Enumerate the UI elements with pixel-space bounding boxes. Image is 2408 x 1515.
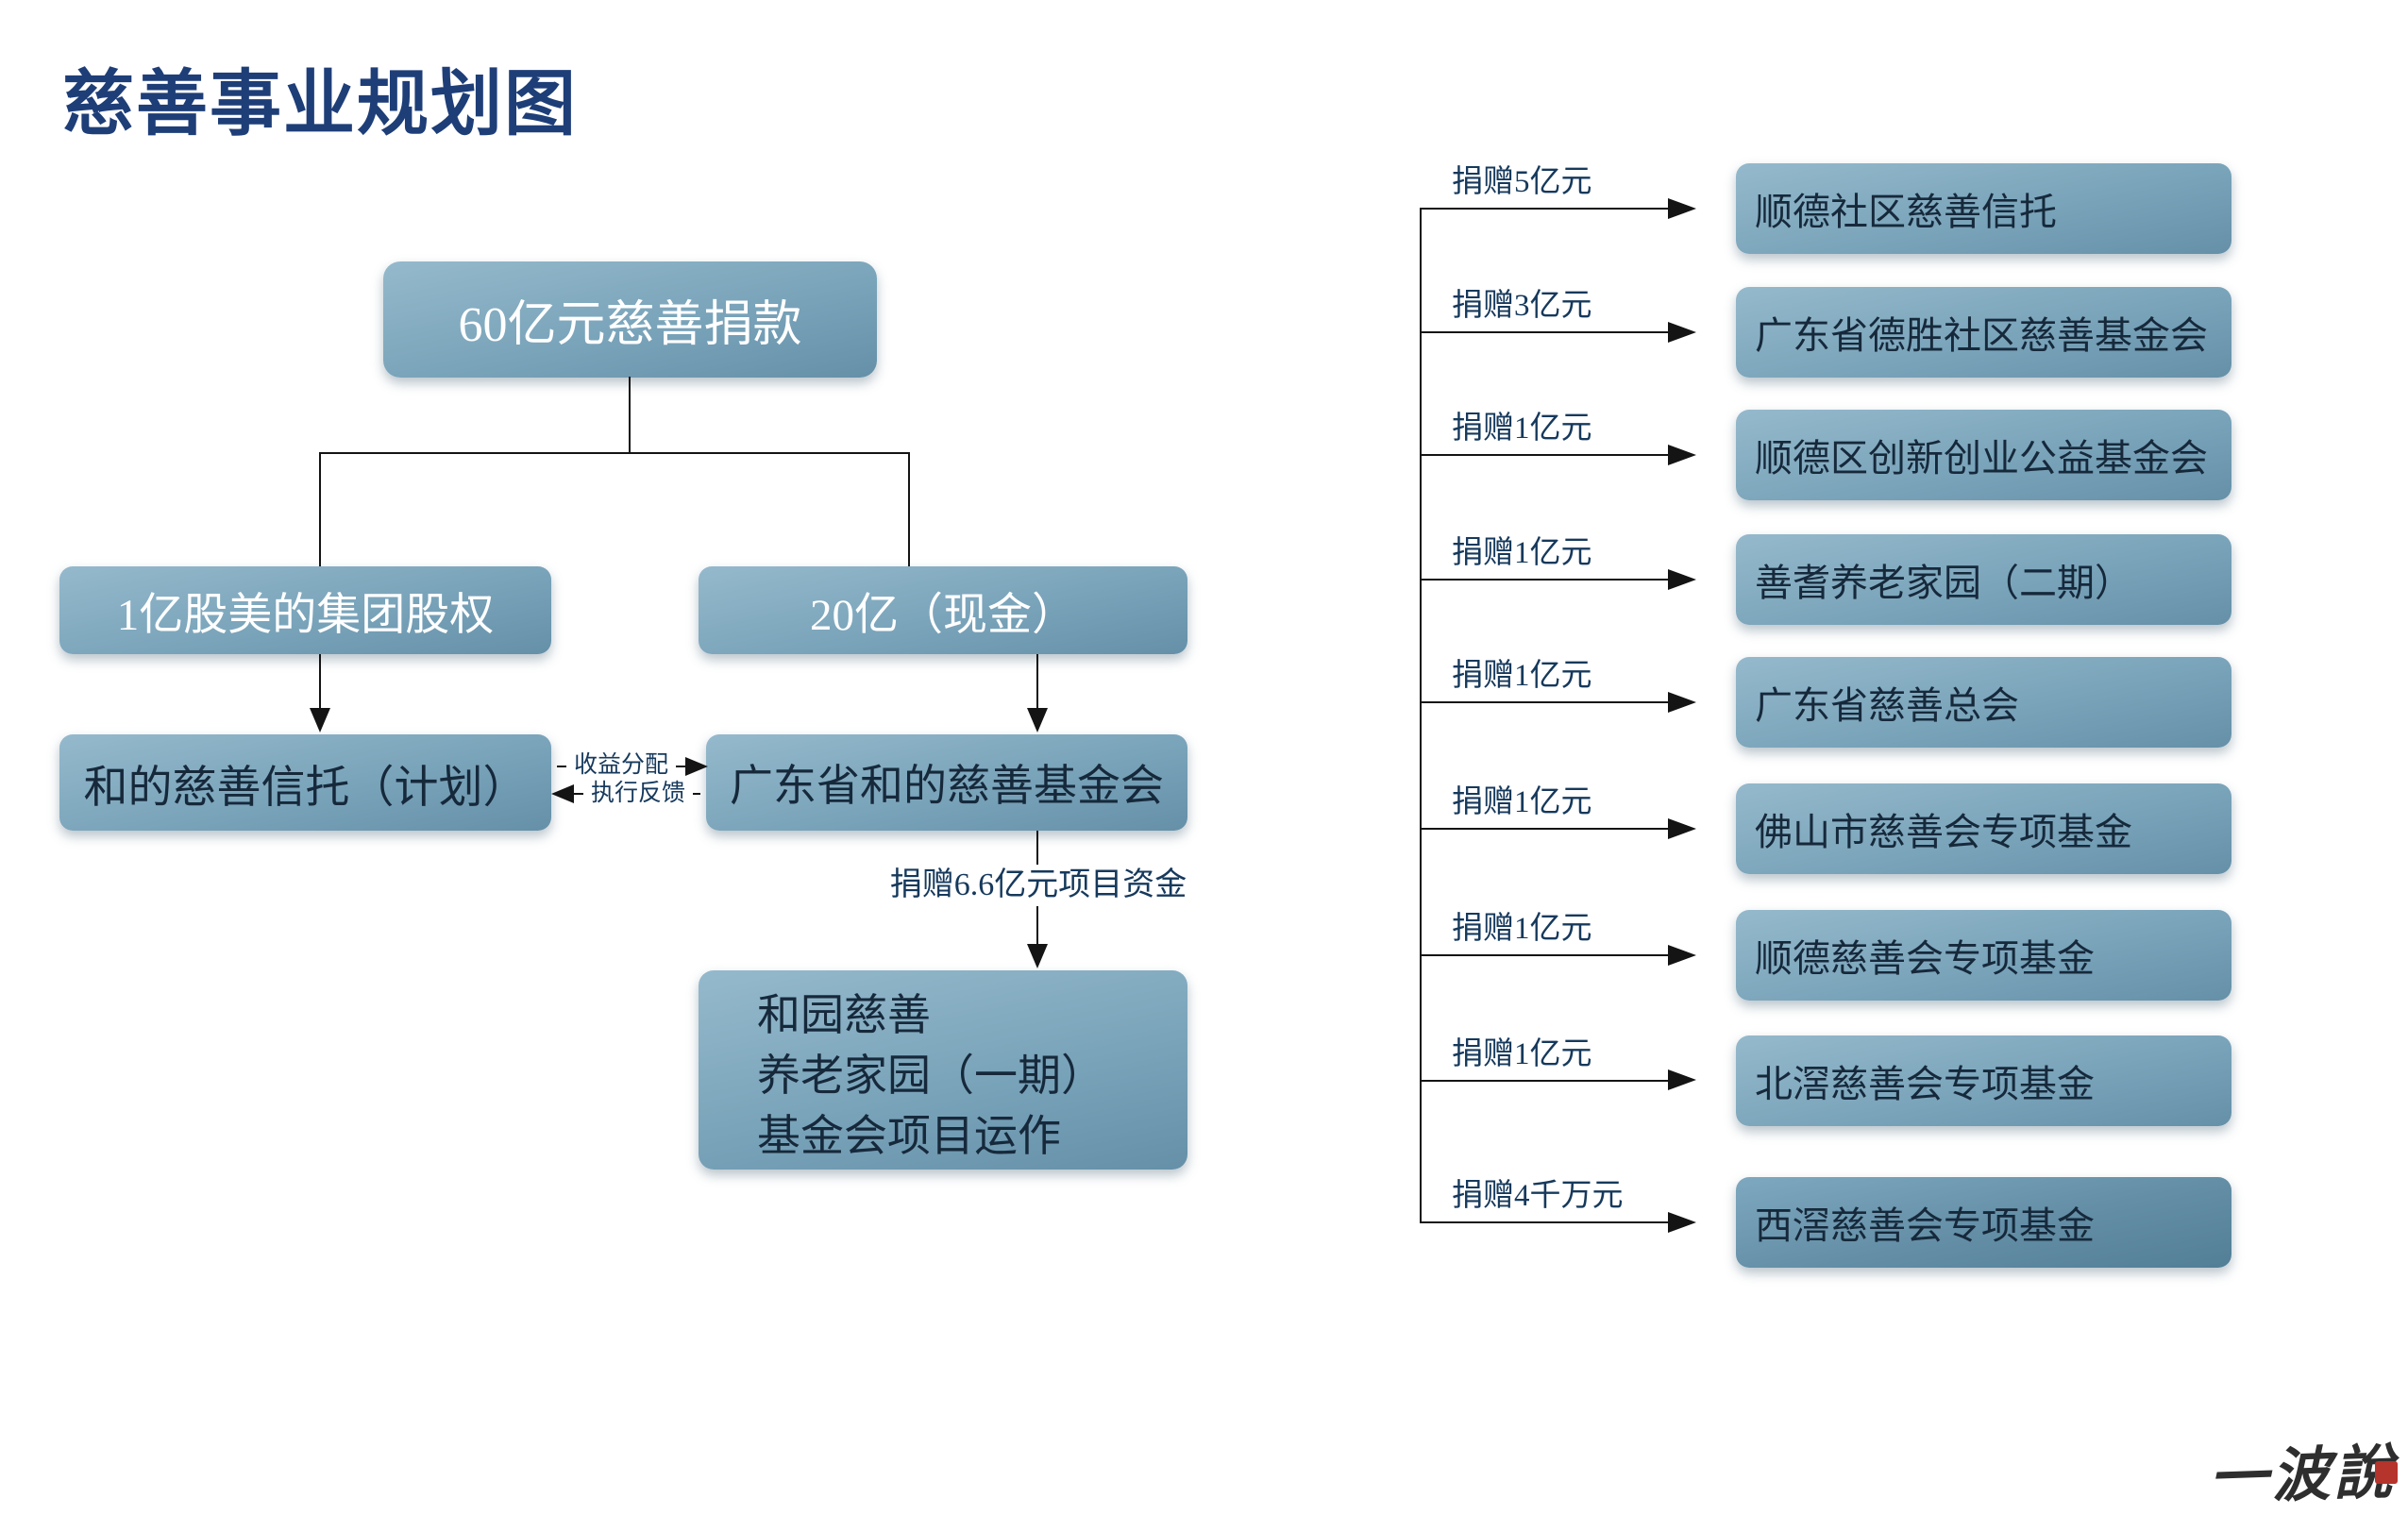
watermark-logo: 一波說: [2208, 1440, 2398, 1512]
donation-amount-label: 捐赠1亿元: [1452, 785, 1592, 819]
donation-amount-label: 捐赠1亿元: [1452, 536, 1592, 570]
arrowhead-right-icon: [1668, 1212, 1696, 1233]
donation-amount-label: 捐赠1亿元: [1452, 659, 1592, 693]
recipient-label: 西滘慈善会专项基金: [1755, 1204, 2095, 1247]
node-equity: 1亿股美的集团股权: [59, 566, 551, 654]
node-foundation: 广东省和的慈善基金会: [706, 734, 1187, 831]
node-recipient-6: 佛山市慈善会专项基金: [1736, 783, 2231, 874]
node-total-donation-label: 60亿元慈善捐款: [458, 298, 802, 352]
donation-amount-label: 捐赠1亿元: [1452, 412, 1592, 446]
arrowhead-right-icon: [1668, 945, 1696, 966]
connector-line: [319, 452, 910, 454]
donation-amount-label: 捐赠5亿元: [1452, 165, 1592, 199]
arrowhead-right-icon: [1668, 1069, 1696, 1090]
node-recipient-8: 北滘慈善会专项基金: [1736, 1035, 2231, 1126]
recipient-label: 广东省慈善总会: [1755, 684, 2019, 727]
node-trust: 和的慈善信托（计划）: [59, 734, 551, 831]
connector-line: [1421, 1221, 1668, 1223]
node-cash-label: 20亿（现金）: [810, 591, 1076, 640]
node-recipient-1: 顺德社区慈善信托: [1736, 163, 2231, 254]
node-total-donation: 60亿元慈善捐款: [383, 261, 877, 378]
trunk-line: [1420, 208, 1422, 1223]
connector-line: [319, 654, 321, 708]
node-recipient-3: 顺德区创新创业公益基金会: [1736, 410, 2231, 500]
node-trust-label: 和的慈善信托（计划）: [83, 763, 528, 813]
donation-amount-label: 捐赠3亿元: [1452, 289, 1592, 323]
node-equity-label: 1亿股美的集团股权: [116, 591, 495, 640]
connector-line: [1421, 454, 1668, 456]
connector-line: [1421, 579, 1668, 581]
edge-label-project-funds: 捐赠6.6亿元项目资金: [876, 865, 1201, 906]
connector-line: [629, 377, 631, 453]
node-recipient-9: 西滘慈善会专项基金: [1736, 1177, 2231, 1268]
connector-line: [908, 452, 910, 567]
recipient-label: 顺德社区慈善信托: [1755, 191, 2057, 233]
node-recipient-4: 善耆养老家园（二期）: [1736, 534, 2231, 625]
connector-line: [1421, 331, 1668, 333]
connector-line: [1421, 954, 1668, 956]
recipient-label: 广东省德胜社区慈善基金会: [1755, 314, 2208, 357]
recipient-label: 顺德区创新创业公益基金会: [1755, 437, 2208, 480]
arrowhead-right-icon: [1668, 818, 1696, 839]
page-title: 慈善事业规划图: [62, 64, 578, 144]
edge-label-income-distribution: 收益分配: [566, 751, 676, 780]
node-project-line3: 基金会项目运作: [757, 1112, 1061, 1160]
donation-amount-label: 捐赠1亿元: [1452, 1037, 1592, 1071]
recipient-label: 佛山市慈善会专项基金: [1755, 811, 2132, 853]
connector-line: [1421, 701, 1668, 703]
recipient-label: 北滘慈善会专项基金: [1755, 1063, 2095, 1105]
arrowhead-right-icon: [1668, 322, 1696, 343]
edge-label-execution-feedback: 执行反馈: [583, 780, 693, 808]
recipient-label: 顺德慈善会专项基金: [1755, 937, 2095, 980]
donation-amount-label: 捐赠4千万元: [1452, 1179, 1624, 1213]
arrowhead-down-icon: [310, 708, 330, 732]
node-project-line1: 和园慈善: [757, 991, 931, 1039]
connector-line: [319, 452, 321, 567]
node-project: 和园慈善 养老家园（一期） 基金会项目运作: [699, 970, 1187, 1170]
arrowhead-right-icon: [1668, 569, 1696, 590]
connector-line: [1421, 1080, 1668, 1082]
node-recipient-5: 广东省慈善总会: [1736, 657, 2231, 748]
connector-line: [1421, 208, 1668, 210]
node-cash: 20亿（现金）: [699, 566, 1187, 654]
arrowhead-right-icon: [1668, 692, 1696, 713]
connector-line: [1421, 828, 1668, 830]
arrowhead-left-icon: [551, 784, 574, 803]
donation-amount-label: 捐赠1亿元: [1452, 912, 1592, 946]
node-project-line2: 养老家园（一期）: [757, 1052, 1104, 1100]
arrowhead-down-icon: [1027, 708, 1048, 732]
arrowhead-right-icon: [1668, 445, 1696, 465]
red-seal-icon: [2375, 1461, 2398, 1484]
node-recipient-2: 广东省德胜社区慈善基金会: [1736, 287, 2231, 378]
arrowhead-right-icon: [1668, 198, 1696, 219]
node-recipient-7: 顺德慈善会专项基金: [1736, 910, 2231, 1001]
arrowhead-down-icon: [1027, 944, 1048, 968]
connector-line: [1036, 654, 1038, 708]
arrowhead-right-icon: [685, 757, 708, 776]
node-foundation-label: 广东省和的慈善基金会: [730, 762, 1164, 810]
recipient-label: 善耆养老家园（二期）: [1755, 562, 2132, 604]
